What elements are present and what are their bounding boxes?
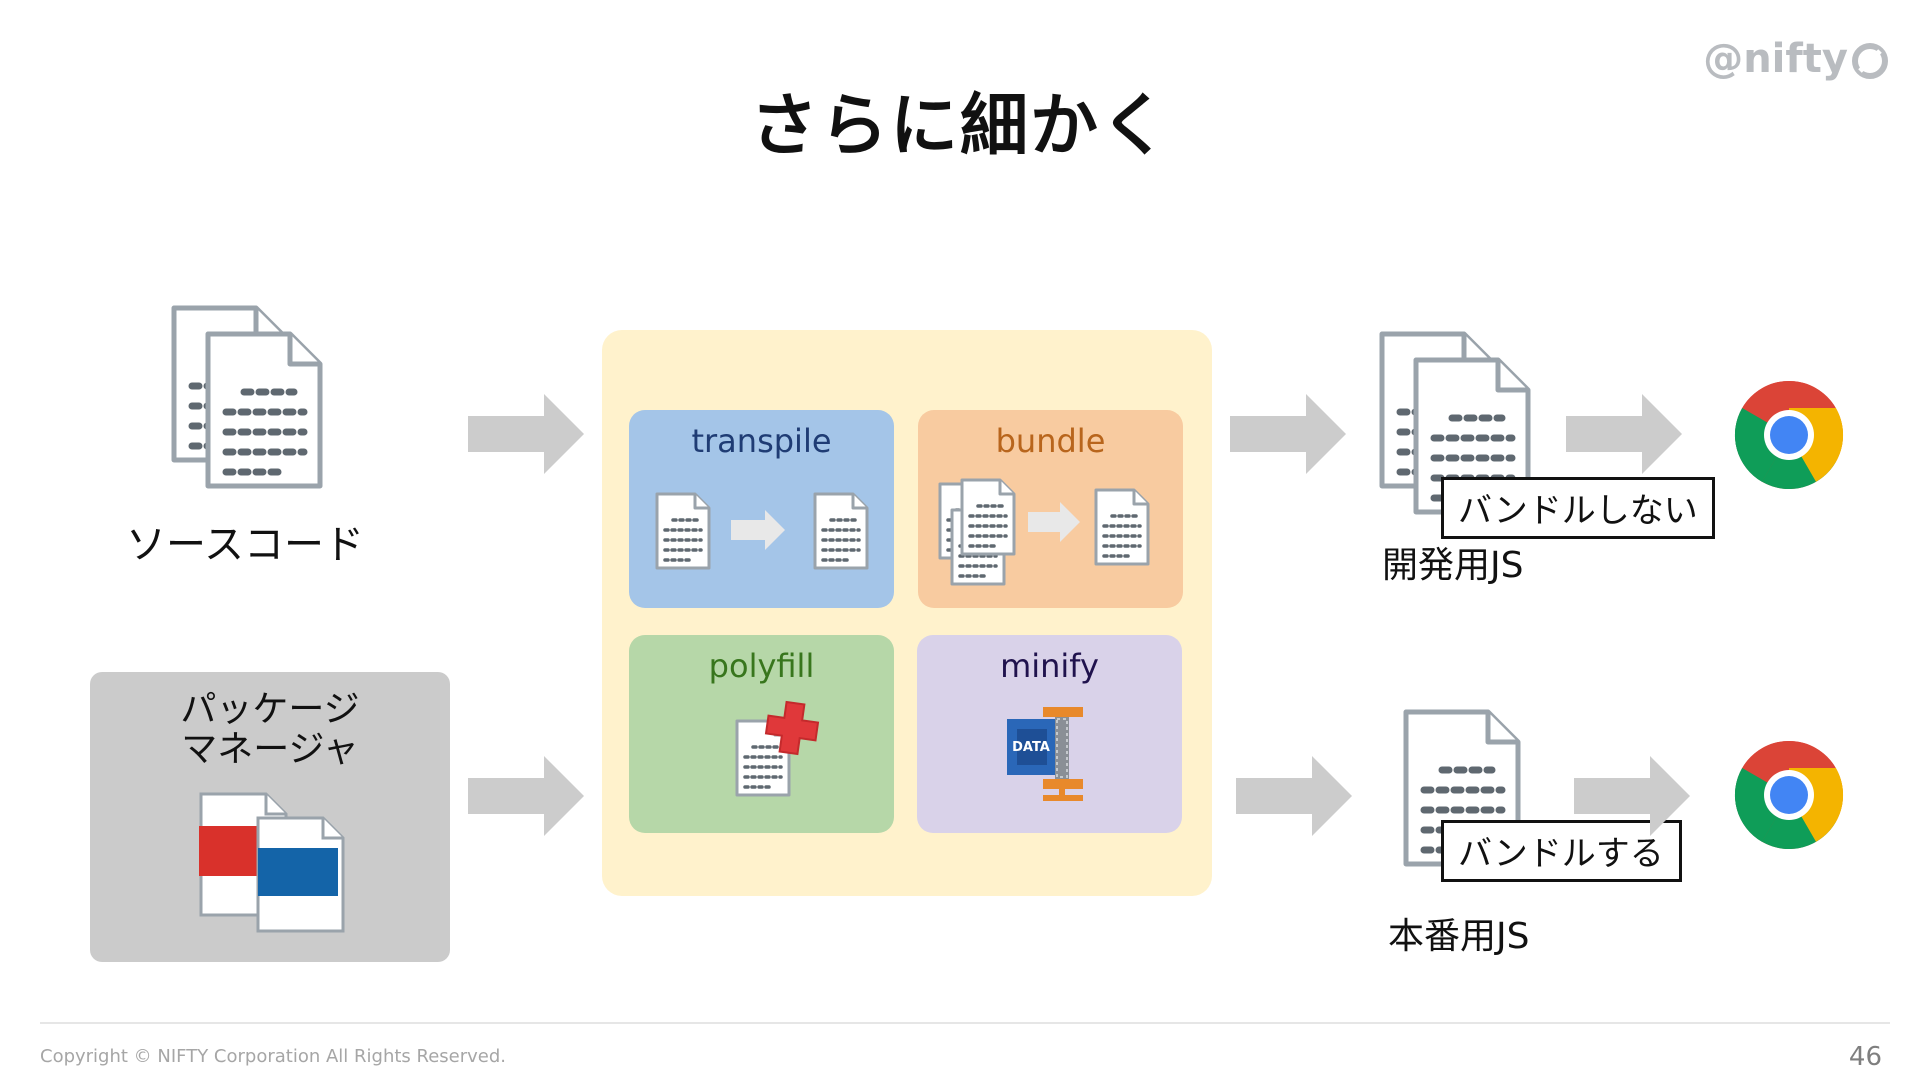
transpile-label: transpile bbox=[691, 422, 832, 460]
minify-card: minify DATA bbox=[917, 635, 1182, 833]
bundle-label: bundle bbox=[995, 422, 1106, 460]
arrow-build-to-prod bbox=[1236, 756, 1352, 836]
source-code-documents-icon bbox=[168, 302, 328, 492]
npm-package-icon bbox=[199, 792, 345, 933]
package-manager-label: パッケージ マネージャ bbox=[90, 690, 450, 770]
footer-divider bbox=[40, 1022, 1890, 1024]
dev-no-bundle-tag: バンドルしない bbox=[1441, 477, 1715, 539]
compress-data-icon: DATA bbox=[1007, 707, 1083, 801]
source-code-label: ソースコード bbox=[126, 522, 364, 568]
nifty-logo: @nifty bbox=[1703, 36, 1890, 82]
polyfill-card: polyfill bbox=[629, 635, 894, 833]
transpile-illustration bbox=[655, 492, 869, 570]
bundle-illustration bbox=[938, 478, 1150, 586]
arrow-source-to-build bbox=[468, 394, 584, 474]
prod-bundle-tag: バンドルする bbox=[1441, 820, 1682, 882]
arrow-build-to-dev bbox=[1230, 394, 1346, 474]
polyfill-label: polyfill bbox=[708, 647, 815, 685]
slide-title: さらに細かく bbox=[749, 87, 1170, 166]
minify-label: minify bbox=[1000, 647, 1099, 685]
page-number: 46 bbox=[1848, 1042, 1882, 1072]
arrow-packages-to-build bbox=[468, 756, 584, 836]
package-manager-label-line2: マネージャ bbox=[181, 729, 359, 770]
chrome-browser-icon-dev bbox=[1734, 380, 1844, 490]
copyright-text: Copyright © NIFTY Corporation All Rights… bbox=[40, 1046, 507, 1067]
prod-js-label: 本番用JS bbox=[1388, 916, 1530, 957]
data-text: DATA bbox=[1012, 740, 1050, 755]
bundle-card: bundle bbox=[918, 410, 1183, 608]
chrome-browser-icon-prod bbox=[1734, 740, 1844, 850]
arrow-prod-to-browser bbox=[1574, 756, 1690, 836]
nifty-mark-icon bbox=[1852, 43, 1888, 79]
dev-js-label: 開発用JS bbox=[1382, 545, 1524, 586]
package-manager-label-line1: パッケージ bbox=[180, 689, 360, 730]
logo-text: @nifty bbox=[1703, 36, 1848, 82]
transpile-card: transpile bbox=[629, 410, 894, 608]
polyfill-illustration bbox=[735, 700, 820, 797]
arrow-dev-to-browser bbox=[1566, 394, 1682, 474]
